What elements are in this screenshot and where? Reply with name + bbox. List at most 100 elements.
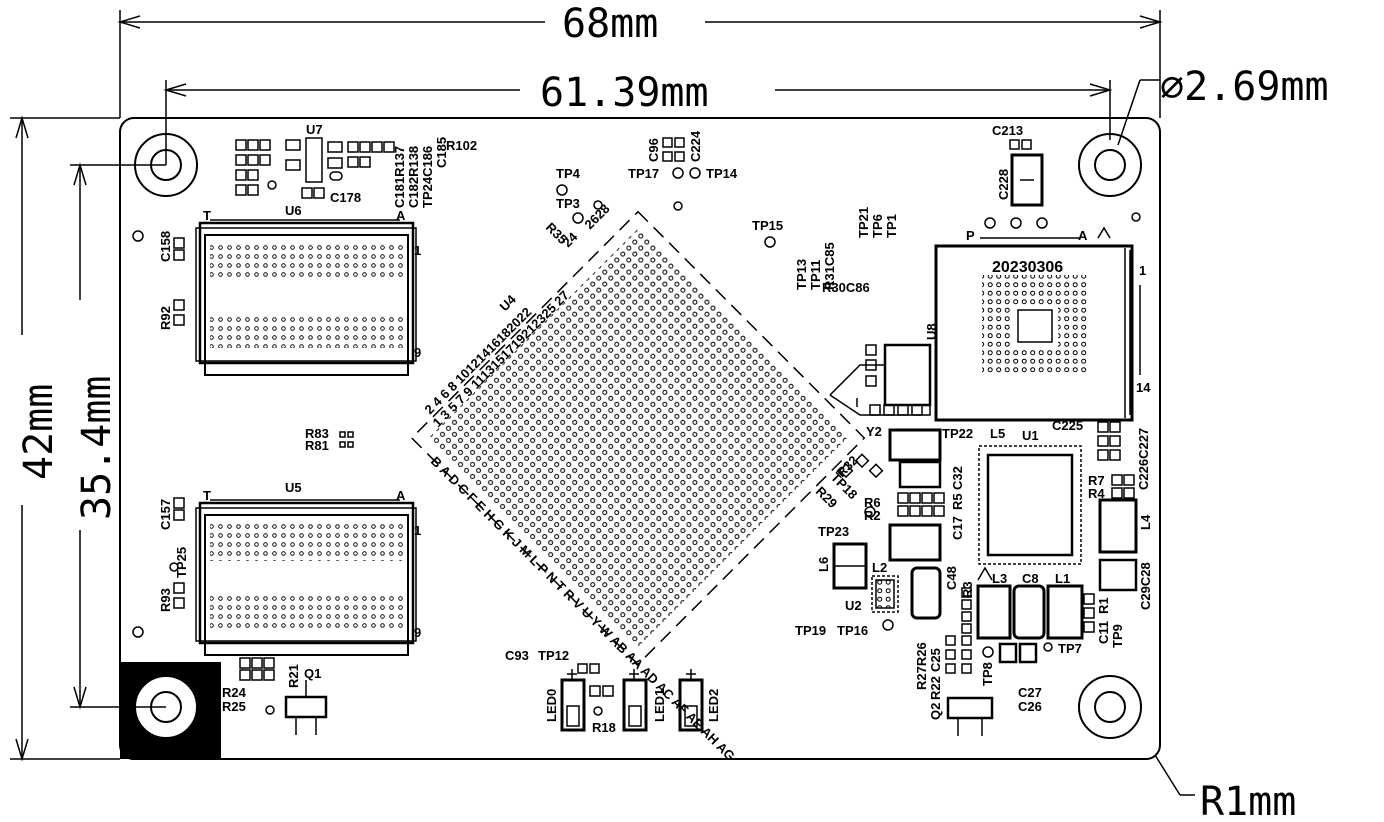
dim-hole-x [163,80,1113,165]
r31c85-label: R31C85 [822,242,837,290]
u6-pin-1: 1 [414,243,421,258]
l6-label: L6 [816,557,831,572]
r30c86-label: R30C86 [822,280,870,295]
r7-label: R7 [1088,473,1105,488]
u7-component-cluster [235,137,395,199]
led2-label: LED2 [706,689,721,722]
r24-label: R24 [222,685,247,700]
u6-pin-t: T [203,208,211,223]
tp8-label: TP8 [980,662,995,686]
tp7-label: TP7 [1058,641,1082,656]
c224-label: C224 [688,130,703,162]
tp3-label: TP3 [556,196,580,211]
tp12-label: TP12 [538,648,569,663]
u6-label: U6 [285,203,302,218]
tp9-label: TP9 [1110,624,1125,648]
r4-label: R4 [1088,486,1105,501]
r2-label: R2 [864,508,881,523]
r92-label: R92 [158,306,173,330]
l5-label: L5 [990,426,1005,441]
mounting-hole-tr [1078,133,1142,197]
r25-label: R25 [222,699,246,714]
dim-hole-y-text: 35.4mm [74,376,120,521]
emmc-pin-14: 14 [1136,380,1151,395]
c226-label: C226C227 [1136,428,1151,490]
c48-label: C48 [944,566,959,590]
c185-label: C185 [434,137,449,168]
r3-label: R3 [960,581,975,598]
l6-u2-area [832,542,1138,736]
tp19-label: TP19 [795,623,826,638]
c27-label: C27 [1018,685,1042,700]
q2-label: Q2 [928,703,943,720]
c29-label: C29C28 [1138,562,1153,610]
emmc-pin-a: A [1078,228,1088,243]
tp6-label: TP6 [870,214,885,238]
tp21-label: TP21 [856,207,871,238]
c157-label: C157 [158,499,173,530]
dim-height [10,115,120,762]
tp24-label: TP24C186 [420,146,435,208]
u2-label: U2 [845,598,862,613]
u5-pin-a: A [396,488,406,503]
r1-label: R1 [1096,597,1111,614]
top-center-testpoints [556,137,776,248]
u5-pin-9: 9 [414,625,421,640]
r93-label: R93 [158,588,173,612]
c93-label: C93 [505,648,529,663]
r22-label: R22 [928,676,943,700]
tp13-label: TP13 [794,259,809,290]
c8-label: C8 [1022,571,1039,586]
u6-pin-a: A [396,208,406,223]
c11-label: C11 [1096,621,1111,644]
r81-label: R81 [305,438,329,453]
n2628-label: 2628 [582,201,613,232]
c96-label: C96 [646,138,661,162]
dim-width [117,10,1163,118]
r102-label: R102 [446,138,477,153]
u5-label: U5 [285,480,302,495]
r21-label: R21 [286,664,301,688]
dim-hole-dia [1117,79,1160,146]
c26-label: C26 [1018,699,1042,714]
c178-label: C178 [330,190,361,205]
emmc-date: 20230306 [992,259,1063,276]
emmc-pin-p: P [966,228,975,243]
tp23-label: TP23 [818,524,849,539]
c213-label: C213 [992,123,1023,138]
r27-label: R27R26 [914,642,929,690]
r83-label: R83 [305,426,329,441]
c25-label: C25 [928,648,943,672]
c17-label: C17 [950,516,965,540]
tp4-label: TP4 [556,166,581,181]
dim-hole-dia-text: ∅2.69mm [1160,64,1329,110]
u5-pin-1: 1 [414,523,421,538]
emmc-pin-1: 1 [1139,263,1146,278]
l3-label: L3 [992,571,1007,586]
dim-hole-y [70,162,166,710]
led-area [560,663,704,732]
dim-height-text: 42mm [16,384,62,480]
chip-u1 [977,421,1138,581]
c158-label: C158 [158,231,173,262]
y2-label: Y2 [866,424,882,439]
tp22-label: TP22 [942,426,973,441]
dim-radius [1154,754,1195,796]
led1-label: LED1 [652,689,667,722]
r18-label: R18 [592,720,616,735]
l1-label: L1 [1055,571,1070,586]
board-outline [119,117,1161,760]
c228-label: C228 [996,169,1011,200]
u5-pin-t: T [203,488,211,503]
dim-hole-x-text: 61.39mm [540,70,709,116]
chip-u5 [195,499,417,656]
l2-label: L2 [872,560,887,575]
tp16-label: TP16 [837,623,868,638]
c181-label: C181R137 [392,146,407,208]
c182-label: C182R138 [406,146,421,208]
r5-label: R5 [950,493,965,510]
chip-emmc [934,139,1141,422]
dim-radius-text: R1mm [1200,779,1296,822]
chip-u8 [829,343,932,416]
chip-u6 [195,219,417,376]
